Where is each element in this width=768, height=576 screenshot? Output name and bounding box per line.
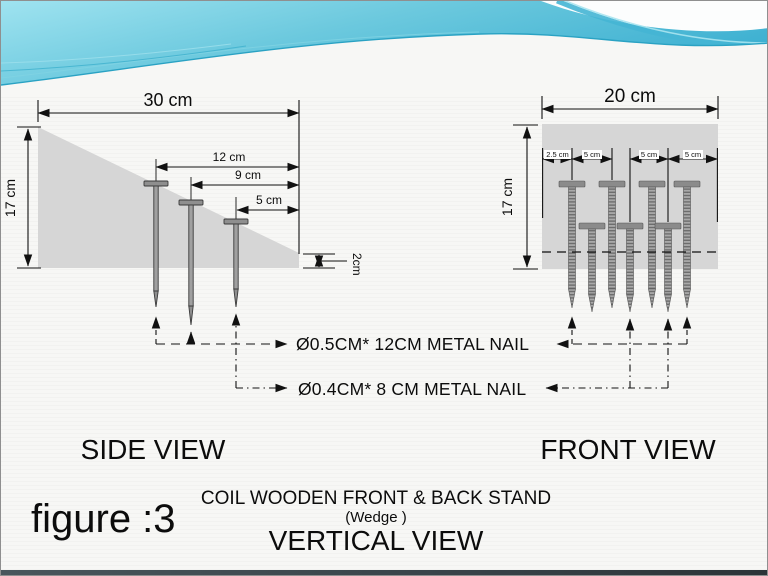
side-tip-dim-label: 2cm: [350, 253, 364, 276]
front-tall-nails: [558, 180, 701, 309]
front-spacing-dim-4: 5 cm: [685, 150, 701, 159]
wave-header-decoration: [1, 1, 767, 97]
front-spacing-dim-labels: 2.5 cm 5 cm 5 cm 5 cm: [544, 150, 703, 159]
header-swoosh-highlight: [563, 1, 767, 44]
front-nail-short-3: [654, 222, 682, 313]
side-nail-3: [223, 197, 249, 308]
front-nail-short-2: [616, 222, 644, 313]
front-view-drawing: 20 cm 17 cm: [499, 86, 719, 393]
front-nail-tall-3: [638, 180, 666, 309]
side-nail3-dim-label: 5 cm: [256, 193, 282, 207]
side-height-dimension: [17, 126, 41, 269]
caption-line1: COIL WOODEN FRONT & BACK STAND: [201, 488, 551, 509]
large-nail-callout: Ø0.5CM* 12CM METAL NAIL: [296, 334, 529, 354]
side-height-dim-label: 17 cm: [2, 179, 18, 217]
caption-line3: VERTICAL VIEW: [269, 525, 484, 556]
side-nail2-dim-label: 9 cm: [235, 168, 261, 182]
header-wave-line1: [1, 33, 767, 86]
front-height-dim-label: 17 cm: [499, 178, 515, 216]
side-leader-lines: [151, 313, 288, 393]
front-leader-lines: [545, 316, 692, 393]
front-height-dimension: [513, 124, 538, 270]
small-nail-callout: Ø0.4CM* 8 CM METAL NAIL: [298, 379, 526, 399]
front-width-dim-label: 20 cm: [604, 86, 656, 107]
front-spacing-dim-1: 2.5 cm: [546, 150, 569, 159]
front-nail-tall-1: [558, 180, 586, 309]
side-view-title: SIDE VIEW: [81, 434, 226, 465]
side-width-dim-label: 30 cm: [143, 90, 192, 110]
side-width-dimension: [37, 100, 300, 254]
side-nail-dimensions: [155, 162, 300, 215]
front-nail-short-1: [578, 222, 606, 313]
front-nail-tall-4: [673, 180, 701, 309]
side-view-drawing: 30 cm 17 cm: [2, 90, 364, 393]
front-spacing-dim-2: 5 cm: [584, 150, 600, 159]
side-tip-dimension: [303, 253, 347, 269]
front-nail-tall-2: [598, 180, 626, 309]
caption-line2: (Wedge ): [345, 509, 406, 526]
figure-label: figure :3: [31, 497, 176, 541]
side-nail1-dim-label: 12 cm: [213, 150, 246, 164]
front-spacing-dimensions: [541, 148, 719, 222]
slide-bottom-bar: [1, 570, 767, 575]
header-wave-line3: [1, 45, 247, 72]
front-short-nails: [578, 222, 682, 313]
header-wave-line2: [1, 31, 480, 79]
header-wave-line4: [1, 43, 232, 64]
header-white-wave: [1, 33, 767, 97]
front-view-title: FRONT VIEW: [540, 434, 716, 465]
front-spacing-dim-3: 5 cm: [641, 150, 657, 159]
front-width-dimension: [541, 96, 719, 119]
header-white-corner: [541, 1, 767, 32]
